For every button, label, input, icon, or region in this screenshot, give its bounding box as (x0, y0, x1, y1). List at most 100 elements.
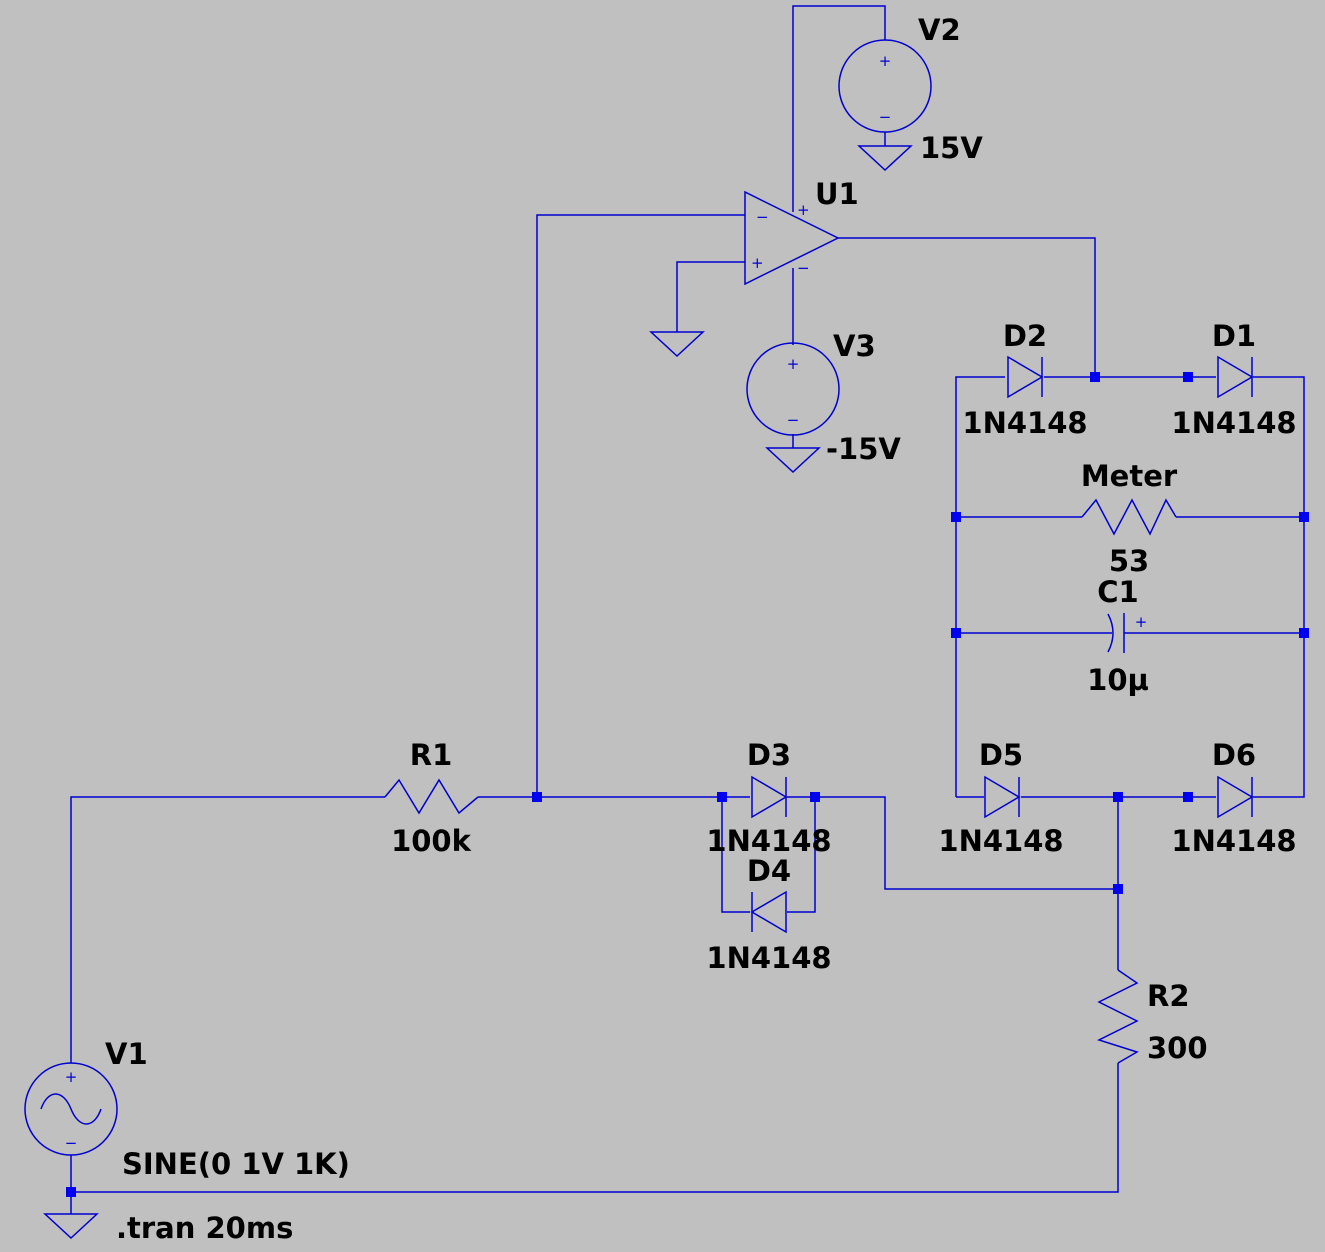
minus-terminal: − (879, 108, 892, 126)
wire[interactable] (536, 214, 745, 797)
noninverting-input-marker: + (751, 254, 764, 272)
wire[interactable] (787, 797, 816, 913)
plus-terminal: + (65, 1068, 78, 1086)
d1-name-label: D1 (1212, 319, 1256, 353)
wire[interactable] (792, 5, 886, 212)
junction-dot[interactable] (1183, 372, 1193, 382)
d4-name-label: D4 (747, 854, 791, 888)
positive-supply-marker: + (797, 201, 810, 219)
wire[interactable] (1253, 376, 1305, 798)
wires (70, 5, 1305, 1214)
d1-value-label: 1N4148 (1171, 406, 1296, 440)
wire[interactable] (70, 796, 385, 1063)
c1-value-label: 10µ (1087, 663, 1149, 697)
opamp-icon (744, 190, 840, 286)
ground-icon (765, 447, 821, 474)
d2-value-label: 1N4148 (962, 406, 1087, 440)
voltage-source-v3[interactable]: + − V3 -15V (746, 329, 901, 466)
d4-value-label: 1N4148 (706, 941, 831, 975)
d5-name-label: D5 (979, 738, 1023, 772)
r2-value-label: 300 (1147, 1031, 1208, 1065)
junction-dot[interactable] (1183, 792, 1193, 802)
dc-source-icon (746, 342, 840, 436)
meter-resistor[interactable]: Meter 53 (1081, 459, 1178, 578)
capacitor-c1[interactable]: + C1 10µ (1087, 575, 1149, 697)
inverting-input-marker: − (756, 208, 769, 226)
junction-dot[interactable] (810, 792, 820, 802)
junction-dot[interactable] (1299, 628, 1309, 638)
plus-terminal: + (879, 52, 892, 70)
v1-name-label: V1 (105, 1037, 148, 1071)
junction-dot[interactable] (1113, 792, 1123, 802)
diode-icon (751, 775, 788, 819)
junctions (66, 372, 1309, 1197)
v2-value-label: 15V (920, 131, 983, 165)
d6-value-label: 1N4148 (1171, 824, 1296, 858)
diode-d4[interactable]: D4 1N4148 (706, 854, 831, 975)
ground-symbols (43, 132, 913, 1240)
negative-supply-marker: − (797, 259, 810, 277)
junction-dot[interactable] (951, 628, 961, 638)
u1-name-label: U1 (815, 177, 859, 211)
v3-name-label: V3 (833, 329, 876, 363)
junction-dot[interactable] (951, 512, 961, 522)
r1-value-label: 100k (391, 824, 472, 858)
d2-name-label: D2 (1003, 319, 1047, 353)
dc-source-icon (838, 39, 932, 133)
d6-name-label: D6 (1212, 738, 1256, 772)
diode-icon (1007, 355, 1044, 399)
plus-terminal: + (787, 355, 800, 373)
capacitor-curved-plate-icon (1107, 613, 1114, 653)
voltage-source-v2[interactable]: + − V2 15V (838, 13, 983, 165)
sine-wave-icon (40, 1093, 102, 1125)
v2-name-label: V2 (918, 13, 961, 47)
voltage-source-v1[interactable]: + − V1 SINE(0 1V 1K) (24, 1037, 350, 1181)
wire[interactable] (71, 1063, 1119, 1193)
opamp-u1[interactable]: − + + − U1 (744, 177, 859, 286)
diode-icon (1217, 355, 1254, 399)
resistor-r1[interactable]: R1 100k (384, 738, 479, 858)
wire[interactable] (815, 796, 1118, 890)
ground-icon (857, 145, 913, 172)
v1-value-label: SINE(0 1V 1K) (122, 1147, 350, 1181)
meter-name-label: Meter (1081, 459, 1178, 493)
c1-name-label: C1 (1097, 575, 1138, 609)
resistor-icon (1081, 498, 1177, 536)
meter-value-label: 53 (1109, 544, 1149, 578)
junction-dot[interactable] (1113, 884, 1123, 894)
ground-icon (43, 1213, 99, 1240)
d3-value-label: 1N4148 (706, 824, 831, 858)
diode-d6[interactable]: D6 1N4148 (1171, 738, 1296, 858)
diode-icon (1217, 775, 1254, 819)
diode-icon (750, 890, 787, 934)
diode-d2[interactable]: D2 1N4148 (962, 319, 1087, 440)
diode-icon (984, 775, 1021, 819)
r1-name-label: R1 (410, 738, 453, 772)
minus-terminal: − (65, 1134, 78, 1152)
junction-dot[interactable] (1299, 512, 1309, 522)
sine-source-icon (24, 1062, 118, 1156)
wire[interactable] (721, 797, 750, 913)
diode-d1[interactable]: D1 1N4148 (1171, 319, 1296, 440)
junction-dot[interactable] (532, 792, 542, 802)
junction-dot[interactable] (717, 792, 727, 802)
wire[interactable] (838, 237, 1096, 377)
v3-value-label: -15V (826, 432, 901, 466)
resistor-r2[interactable]: R2 300 (1097, 969, 1208, 1065)
junction-dot[interactable] (66, 1187, 76, 1197)
polarity-marker: + (1135, 613, 1148, 631)
wire[interactable] (955, 376, 1005, 797)
wire[interactable] (676, 261, 745, 332)
r2-name-label: R2 (1147, 979, 1190, 1013)
ground-icon (649, 331, 705, 358)
spice-directive[interactable]: .tran 20ms (116, 1211, 293, 1245)
d3-name-label: D3 (747, 738, 791, 772)
diode-d3[interactable]: D3 1N4148 (706, 738, 831, 858)
d5-value-label: 1N4148 (938, 824, 1063, 858)
resistor-icon (384, 778, 479, 815)
junction-dot[interactable] (1090, 372, 1100, 382)
diode-d5[interactable]: D5 1N4148 (938, 738, 1063, 858)
resistor-icon (1097, 969, 1139, 1064)
minus-terminal: − (787, 411, 800, 429)
